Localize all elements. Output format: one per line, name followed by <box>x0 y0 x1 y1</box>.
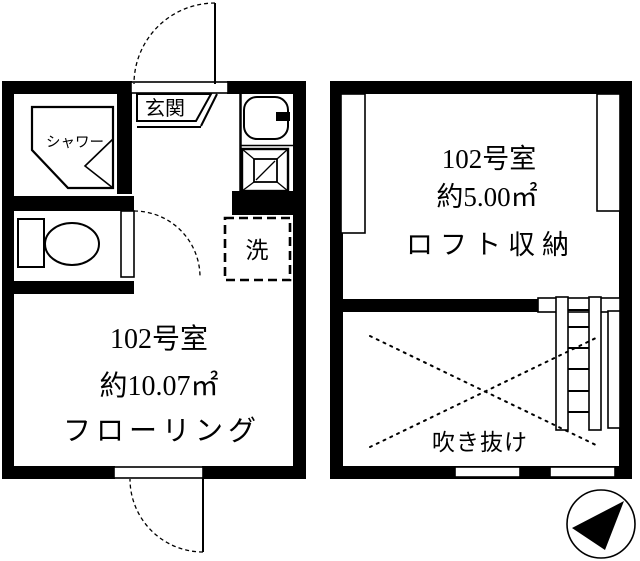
entrance-label: 玄関 <box>145 97 185 120</box>
loft-room-area: 約5.00㎡ <box>436 182 537 212</box>
window <box>549 466 616 478</box>
entrance-step <box>136 93 213 122</box>
loft-ladder-icon <box>555 296 602 431</box>
window <box>454 466 521 478</box>
outer-walls <box>2 81 306 479</box>
laundry-space: 洗 <box>223 216 292 282</box>
shower-tray <box>30 105 115 190</box>
entrance-area: 玄関 <box>130 2 229 128</box>
main-room-door <box>113 466 204 553</box>
loft-floor-plan: 吹き抜け 102号室 約5.00㎡ ロフト収納 <box>330 81 632 479</box>
washer-pan-icon <box>240 147 290 193</box>
entrance-door-arc <box>133 2 216 85</box>
toilet-room <box>17 210 201 278</box>
loft-room-name: 102号室 <box>442 144 537 174</box>
main-door-sill <box>113 466 204 479</box>
loft-room-labels: 102号室 約5.00㎡ ロフト収納 <box>406 144 576 260</box>
loft-walls <box>330 81 632 479</box>
room-area: 約10.07㎡ <box>99 370 218 402</box>
void-diagonal <box>369 335 599 447</box>
sanitary-corner <box>240 96 290 193</box>
main-floor-plan: 玄関 シャワー 洗 <box>2 2 306 553</box>
toilet-bowl-icon <box>44 222 100 266</box>
shower-room: シャワー <box>30 105 115 190</box>
washbasin-tap-icon <box>276 112 290 121</box>
room-name: 102号室 <box>110 323 208 355</box>
toilet-tank-icon <box>17 218 45 268</box>
toilet-door-arc <box>133 210 201 278</box>
main-room-labels: 102号室 約10.07㎡ フローリング <box>63 323 261 447</box>
laundry-label: 洗 <box>246 238 269 263</box>
compass-icon <box>566 489 636 559</box>
room-finish: フローリング <box>63 415 261 447</box>
shower-label: シャワー <box>46 135 104 151</box>
toilet-door-leaf <box>120 210 135 278</box>
void-area: 吹き抜け <box>369 335 599 455</box>
void-diagonal <box>369 336 599 448</box>
main-door-arc <box>129 478 204 553</box>
inner-walls <box>2 93 306 294</box>
laundry-dashed-box <box>223 216 292 282</box>
loft-room-type: ロフト収納 <box>406 230 576 260</box>
entrance-sill <box>130 81 229 94</box>
shower-drain-lines <box>83 138 114 189</box>
void-label: 吹き抜け <box>432 430 528 455</box>
